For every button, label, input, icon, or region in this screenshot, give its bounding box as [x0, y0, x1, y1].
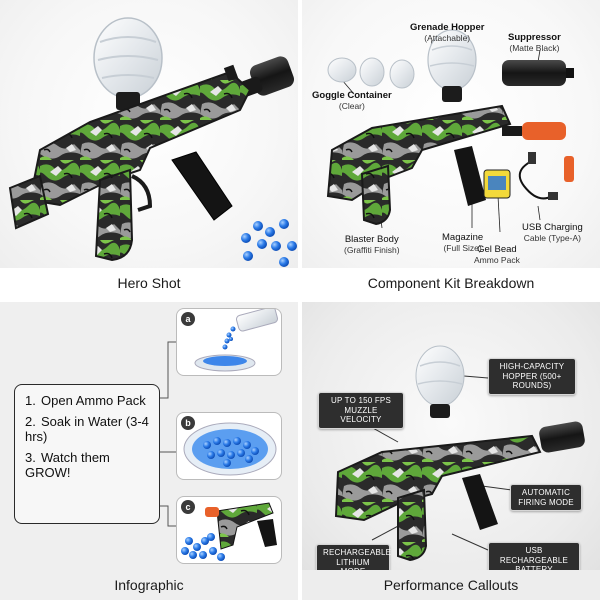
hero-shot-panel: Hero Shot	[0, 0, 298, 298]
steps-box: 1.Open Ammo Pack 2.Soak in Water (3-4 hr…	[14, 384, 160, 524]
badge-a: a	[181, 312, 195, 326]
hopper-icon	[93, 17, 163, 110]
blaster-body-icon	[326, 104, 512, 226]
component-kit-panel: Grenade Hopper (Attachable) Suppressor (…	[302, 0, 600, 298]
hero-blaster-illustration	[8, 17, 297, 267]
panel-a: a	[176, 308, 282, 376]
callouts-illustration	[334, 345, 585, 562]
caption-kit: Component Kit Breakdown	[302, 268, 600, 298]
pouring-beads-illustration	[194, 309, 278, 372]
step-2: 2.Soak in Water (3-4 hrs)	[25, 414, 149, 444]
hero-photo	[0, 0, 298, 268]
label-blaster-body: Blaster Body (Graffiti Finish)	[344, 234, 400, 255]
badge-b: b	[181, 416, 195, 430]
caption-callouts: Performance Callouts	[302, 570, 600, 600]
label-gel-bead-pack: Gel Bead Ammo Pack	[474, 244, 520, 265]
callout-hopper: HIGH-CAPACITY HOPPER (500+ ROUNDS)	[488, 358, 576, 395]
soaking-beads-illustration	[183, 422, 277, 476]
label-usb-cable: USB Charging Cable (Type-A)	[522, 222, 583, 243]
label-goggle-container: Goggle Container (Clear)	[312, 90, 392, 111]
suppressor-icon	[502, 60, 574, 86]
gel-bead-icon	[241, 219, 297, 267]
suppressor-icon	[539, 421, 585, 453]
panel-b: b	[176, 412, 282, 480]
gel-bead-pack-icon	[483, 169, 511, 199]
caption-hero: Hero Shot	[0, 268, 298, 298]
callout-fps: UP TO 150 FPS MUZZLE VELOCITY	[318, 392, 404, 429]
blaster-body-icon	[334, 434, 542, 562]
performance-callouts-panel: UP TO 150 FPS MUZZLE VELOCITY HIGH-CAPAC…	[302, 302, 600, 600]
usb-cable-icon	[518, 152, 574, 200]
step-3: 3.Watch them GROW!	[25, 450, 110, 480]
hopper-icon	[415, 345, 465, 418]
blaster-body-icon	[8, 64, 252, 262]
grown-beads-illustration	[181, 502, 277, 561]
step-1: 1.Open Ammo Pack	[25, 393, 146, 408]
caption-infographic: Infographic	[0, 570, 298, 600]
kit-illustration	[326, 29, 574, 233]
infographic-panel: 1.Open Ammo Pack 2.Soak in Water (3-4 hr…	[0, 302, 298, 600]
goggle-container-icon	[327, 57, 415, 89]
hopper-icon	[427, 29, 477, 102]
callout-auto: AUTOMATIC FIRING MODE	[510, 484, 582, 511]
label-magazine: Magazine (Full Size)	[442, 232, 484, 253]
callouts-photo: UP TO 150 FPS MUZZLE VELOCITY HIGH-CAPAC…	[302, 302, 600, 581]
infographic-connectors	[160, 341, 176, 527]
magazine-icon	[454, 146, 486, 206]
orange-tip-icon	[502, 122, 566, 140]
panel-c: c	[176, 496, 282, 564]
badge-c: c	[181, 500, 195, 514]
kit-photo: Grenade Hopper (Attachable) Suppressor (…	[302, 0, 600, 268]
label-grenade-hopper: Grenade Hopper (Attachable)	[410, 22, 485, 43]
label-suppressor: Suppressor (Matte Black)	[508, 32, 561, 53]
